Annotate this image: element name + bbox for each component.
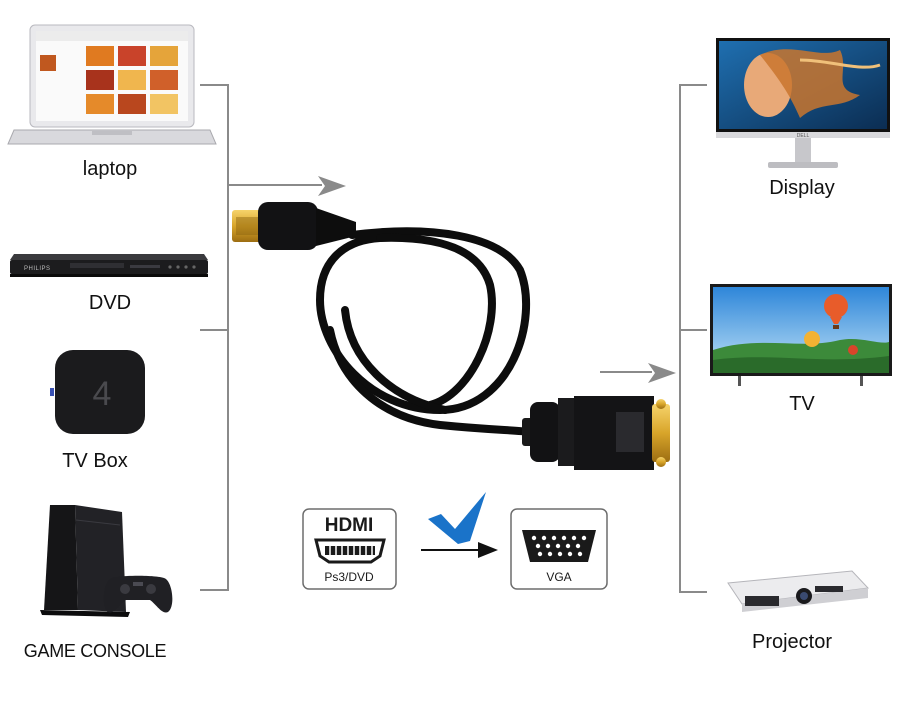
game-controller-icon bbox=[103, 575, 173, 613]
tv-box-icon bbox=[50, 350, 145, 434]
cable-coil bbox=[315, 227, 534, 436]
output-label-tv: TV bbox=[789, 393, 815, 415]
hdmi-connector-icon bbox=[232, 202, 356, 250]
source-label-game-console: GAME CONSOLE bbox=[23, 641, 167, 661]
output-label-display: Display bbox=[769, 177, 835, 199]
laptop-icon bbox=[7, 24, 217, 145]
output-label-projector: Projector bbox=[751, 631, 833, 653]
source-label-tv-box: TV Box bbox=[62, 450, 128, 472]
tv-icon bbox=[710, 284, 892, 386]
source-label-laptop: laptop bbox=[82, 158, 138, 180]
hdmi-badge-title: HDMI bbox=[325, 515, 374, 536]
vga-connector-icon bbox=[522, 396, 670, 470]
vga-badge bbox=[510, 508, 608, 590]
display-brand-text: DELL bbox=[797, 133, 810, 139]
hdmi-badge-subtitle: Ps3/DVD bbox=[324, 570, 374, 584]
input-arrow-icon bbox=[318, 176, 346, 196]
source-bracket bbox=[200, 84, 322, 591]
dvd-player-icon bbox=[10, 254, 208, 277]
projector-icon bbox=[727, 570, 870, 612]
tv-box-glyph: 4 bbox=[93, 375, 112, 413]
hdmi-badge bbox=[302, 508, 397, 590]
output-bracket bbox=[600, 84, 707, 593]
check-mark-icon bbox=[428, 492, 486, 544]
convert-arrow-icon bbox=[421, 542, 498, 558]
source-label-dvd: DVD bbox=[88, 292, 132, 314]
output-arrow-icon bbox=[648, 363, 676, 383]
display-monitor-icon bbox=[716, 38, 890, 168]
vga-badge-subtitle: VGA bbox=[546, 570, 571, 584]
dvd-brand-text: PHILIPS bbox=[24, 266, 51, 272]
